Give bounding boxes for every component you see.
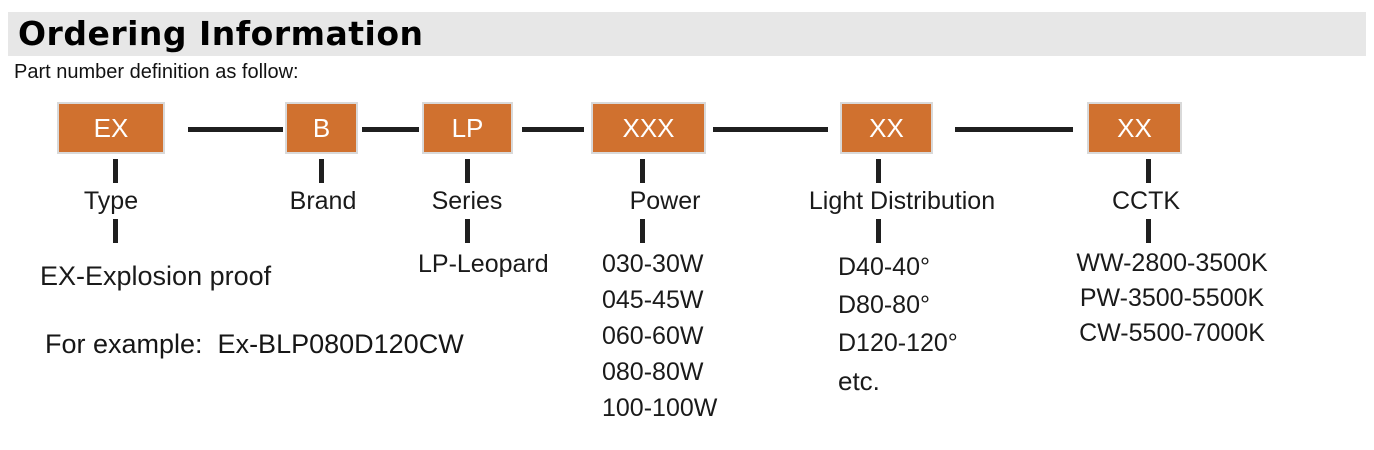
connector-line <box>188 127 283 132</box>
type-option-list: EX-Explosion proof <box>40 261 271 292</box>
tick-line <box>1146 219 1151 243</box>
connector-line <box>362 127 419 132</box>
tick-line <box>113 159 118 183</box>
list-item: EX-Explosion proof <box>40 261 272 291</box>
list-item: D120-120° <box>838 329 958 357</box>
column-label-series: Series <box>431 187 503 215</box>
list-item: 060-60W <box>602 322 704 350</box>
tick-line <box>465 159 470 183</box>
list-item: 100-100W <box>602 394 718 422</box>
connector-line <box>955 127 1073 132</box>
column-label-light-distribution: Light Distribution <box>808 187 996 215</box>
part-code-box-brand: B <box>285 102 358 154</box>
list-item: 045-45W <box>602 286 704 314</box>
list-item: 030-30W <box>602 250 704 278</box>
power-option-list: 030-30W 045-45W 060-60W 080-80W 100-100W <box>602 246 717 426</box>
subtitle: Part number definition as follow: <box>14 61 299 83</box>
page-title: Ordering Information <box>18 14 424 53</box>
tick-line <box>640 219 645 243</box>
part-code-box-power: XXX <box>591 102 706 154</box>
list-item: D40-40° <box>838 253 930 281</box>
connector-line <box>713 127 828 132</box>
column-label-type: Type <box>83 187 139 215</box>
series-option-list: LP-Leopard <box>418 250 549 279</box>
column-label-power: Power <box>629 187 701 215</box>
tick-line <box>1146 159 1151 183</box>
list-item: D80-80° <box>838 291 930 319</box>
list-item: CW-5500-7000K <box>1079 319 1265 347</box>
column-label-cctk: CCTK <box>1111 187 1181 215</box>
light-distribution-option-list: D40-40° D80-80° D120-120° etc. <box>838 248 958 400</box>
tick-line <box>876 219 881 243</box>
section-header-bar: Ordering Information <box>8 12 1366 56</box>
tick-line <box>113 219 118 243</box>
list-item: 080-80W <box>602 358 704 386</box>
example-part-number: For example: Ex-BLP080D120CW <box>45 329 464 359</box>
tick-line <box>319 159 324 183</box>
tick-line <box>876 159 881 183</box>
cctk-option-list: WW-2800-3500K PW-3500-5500K CW-5500-7000… <box>1052 246 1292 351</box>
list-item: WW-2800-3500K <box>1076 249 1268 277</box>
part-code-box-series: LP <box>422 102 513 154</box>
tick-line <box>640 159 645 183</box>
part-code-box-light-distribution: XX <box>840 102 933 154</box>
list-item: LP-Leopard <box>418 250 549 278</box>
list-item: PW-3500-5500K <box>1079 284 1265 312</box>
part-code-box-cctk: XX <box>1087 102 1182 154</box>
list-item: etc. <box>838 366 880 396</box>
column-label-brand: Brand <box>289 187 357 215</box>
connector-line <box>522 127 584 132</box>
part-code-box-type: EX <box>57 102 165 154</box>
tick-line <box>465 219 470 243</box>
